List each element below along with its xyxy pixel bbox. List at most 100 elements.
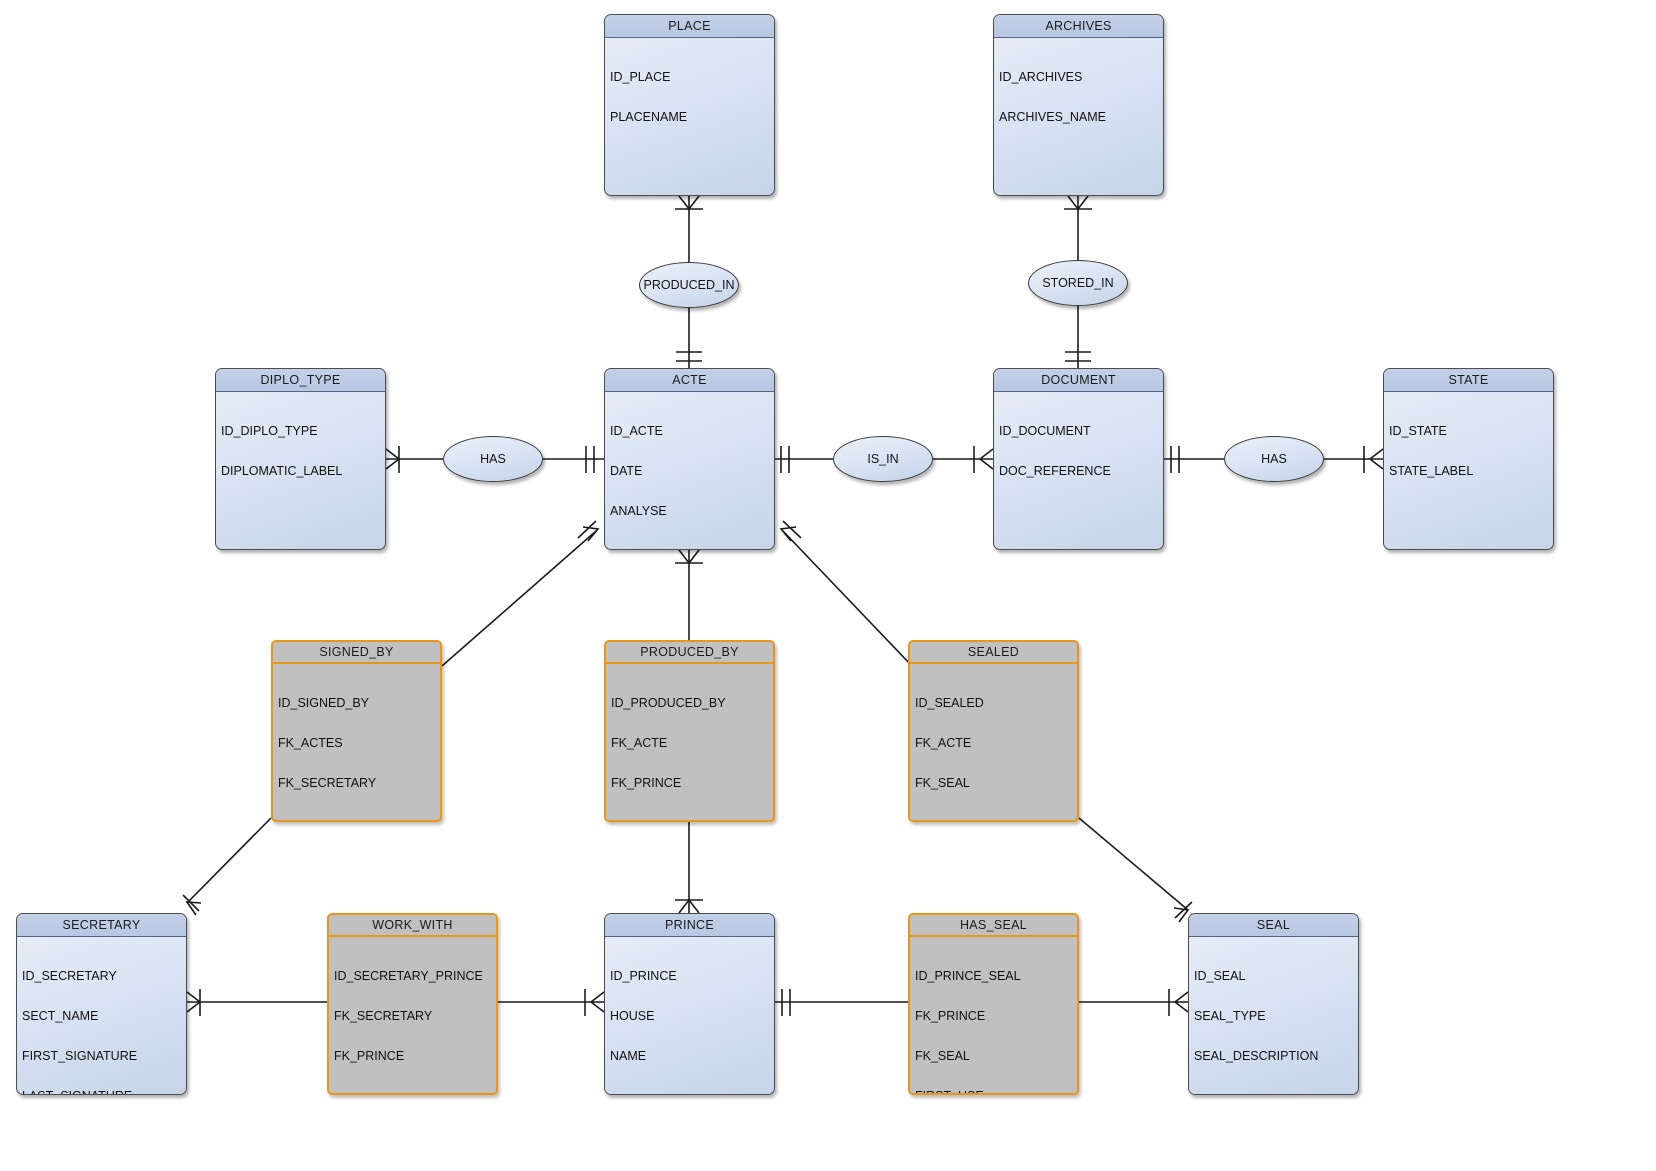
attribute: DOC_REFERENCE [999,464,1111,479]
entity-place-title: PLACE [605,15,774,38]
link-acte-signedby [441,530,597,667]
crowfoot-acte-signedby [582,526,600,542]
attribute: SEAL_TYPE [1194,1009,1266,1024]
relationship-produced-in[interactable]: PRODUCED_IN [639,262,739,308]
attribute: ID_SECRETARY [22,968,117,983]
crowfoot-place [678,195,700,211]
entity-sealed-attributes: ID_SEALED FK_ACTE FK_SEAL [910,664,1077,818]
attribute: ID_SEAL [1194,968,1246,983]
relationship-stored-in-label: STORED_IN [1042,276,1114,290]
entity-secretary[interactable]: SECRETARY ID_SECRETARY SECT_NAME FIRST_S… [16,913,187,1095]
relationship-stored-in[interactable]: STORED_IN [1028,260,1128,306]
entity-prince-attributes: ID_PRINCE HOUSE NAME [605,937,774,1090]
attribute: ANALYSE [610,504,667,519]
attribute: ID_SIGNED_BY [278,695,370,710]
crowfoot-seal-top [1173,907,1190,923]
entity-acte[interactable]: ACTE ID_ACTE DATE ANALYSE [604,368,775,550]
link-acte-sealed [782,530,913,667]
attribute: FK_ACTE [611,736,668,751]
entity-document-title: DOCUMENT [994,369,1163,392]
link-sealed-seal [1078,817,1189,911]
entity-acte-title: ACTE [605,369,774,392]
relationship-has-state[interactable]: HAS [1224,436,1324,482]
attribute: FIRST_USE [915,1090,1077,1093]
attribute: DATE [610,464,643,479]
attribute: ID_STATE [1389,423,1447,438]
attribute: FK_ACTES [278,736,343,751]
attribute: SECT_NAME [22,1009,99,1024]
crowfoot-acte-sealed [779,526,797,542]
entity-has-seal-title: HAS_SEAL [910,915,1077,937]
relationship-has-diplo-type-label: HAS [480,452,506,466]
crowfoot-secretary-right [186,991,202,1013]
entity-work-with[interactable]: WORK_WITH ID_SECRETARY_PRINCE FK_SECRETA… [327,913,498,1095]
attribute: LAST_SIGNATURE [22,1090,186,1094]
entity-work-with-attributes: ID_SECRETARY_PRINCE FK_SECRETARY FK_PRIN… [329,937,496,1091]
entity-sealed[interactable]: SEALED ID_SEALED FK_ACTE FK_SEAL [908,640,1079,822]
attribute: ID_PRINCE_SEAL [915,968,1021,983]
entity-prince-title: PRINCE [605,914,774,937]
entity-diplo-type[interactable]: DIPLO_TYPE ID_DIPLO_TYPE DIPLOMATIC_LABE… [215,368,386,550]
entity-prince[interactable]: PRINCE ID_PRINCE HOUSE NAME [604,913,775,1095]
entity-produced-by-title: PRODUCED_BY [606,642,773,664]
attribute: STATE_LABEL [1389,464,1474,479]
attribute: FK_PRINCE [915,1009,986,1024]
crowfoot-secretary-top [185,901,202,916]
bar-acte-sealed [782,520,802,539]
relationship-is-in-label: IS_IN [867,452,899,466]
attribute: ID_ACTE [610,423,663,438]
entity-archives-title: ARCHIVES [994,15,1163,38]
entity-archives[interactable]: ARCHIVES ID_ARCHIVES ARCHIVES_NAME [993,14,1164,196]
attribute: ARCHIVES_NAME [999,110,1106,125]
crowfoot-prince-top [678,898,700,914]
attribute: DIPLOMATIC_LABEL [221,464,343,479]
relationship-produced-in-label: PRODUCED_IN [643,278,735,292]
attribute: FK_PRINCE [334,1049,405,1064]
entity-diplo-type-title: DIPLO_TYPE [216,369,385,392]
attribute: ID_SEALED [915,695,984,710]
entity-work-with-title: WORK_WITH [329,915,496,937]
entity-seal[interactable]: SEAL ID_SEAL SEAL_TYPE SEAL_DESCRIPTION [1188,913,1359,1095]
attribute: FK_SECRETARY [278,776,377,791]
relationship-has-diplo-type[interactable]: HAS [443,436,543,482]
entity-produced-by-attributes: ID_PRODUCED_BY FK_ACTE FK_PRINCE [606,664,773,818]
entity-archives-attributes: ID_ARCHIVES ARCHIVES_NAME [994,38,1163,151]
attribute: ID_ARCHIVES [999,69,1083,84]
bar-secretary-top [182,894,200,912]
entity-state-attributes: ID_STATE STATE_LABEL [1384,392,1553,505]
entity-state-title: STATE [1384,369,1553,392]
entity-signed-by[interactable]: SIGNED_BY ID_SIGNED_BY FK_ACTES FK_SECRE… [271,640,442,822]
attribute: FK_PRINCE [611,776,682,791]
entity-place[interactable]: PLACE ID_PLACE PLACENAME [604,14,775,196]
relationship-has-state-label: HAS [1261,452,1287,466]
entity-diplo-type-attributes: ID_DIPLO_TYPE DIPLOMATIC_LABEL [216,392,385,505]
crowfoot-state [1368,448,1384,470]
relationship-is-in[interactable]: IS_IN [833,436,933,482]
bar-acte-signedby [577,520,597,539]
entity-sealed-title: SEALED [910,642,1077,664]
attribute: NAME [610,1049,647,1064]
attribute: FK_SECRETARY [334,1009,433,1024]
attribute: FIRST_SIGNATURE [22,1049,138,1064]
entity-seal-attributes: ID_SEAL SEAL_TYPE SEAL_DESCRIPTION [1189,937,1358,1090]
crowfoot-seal-left [1173,991,1189,1013]
entity-produced-by[interactable]: PRODUCED_BY ID_PRODUCED_BY FK_ACTE FK_PR… [604,640,775,822]
attribute: FK_ACTE [915,736,972,751]
attribute: PLACENAME [610,110,688,125]
attribute: HOUSE [610,1009,655,1024]
entity-secretary-title: SECRETARY [17,914,186,937]
attribute: ID_SECRETARY_PRINCE [334,968,483,983]
attribute: SEAL_DESCRIPTION [1194,1049,1319,1064]
crowfoot-diplotype [385,448,401,470]
attribute: ID_PRINCE [610,968,677,983]
entity-state[interactable]: STATE ID_STATE STATE_LABEL [1383,368,1554,550]
entity-document-attributes: ID_DOCUMENT DOC_REFERENCE [994,392,1163,505]
entity-document[interactable]: DOCUMENT ID_DOCUMENT DOC_REFERENCE [993,368,1164,550]
entity-has-seal[interactable]: HAS_SEAL ID_PRINCE_SEAL FK_PRINCE FK_SEA… [908,913,1079,1095]
link-signedby-secretary [187,817,272,903]
attribute: ID_DIPLO_TYPE [221,423,318,438]
attribute: ID_DOCUMENT [999,423,1091,438]
entity-signed-by-attributes: ID_SIGNED_BY FK_ACTES FK_SECRETARY [273,664,440,818]
